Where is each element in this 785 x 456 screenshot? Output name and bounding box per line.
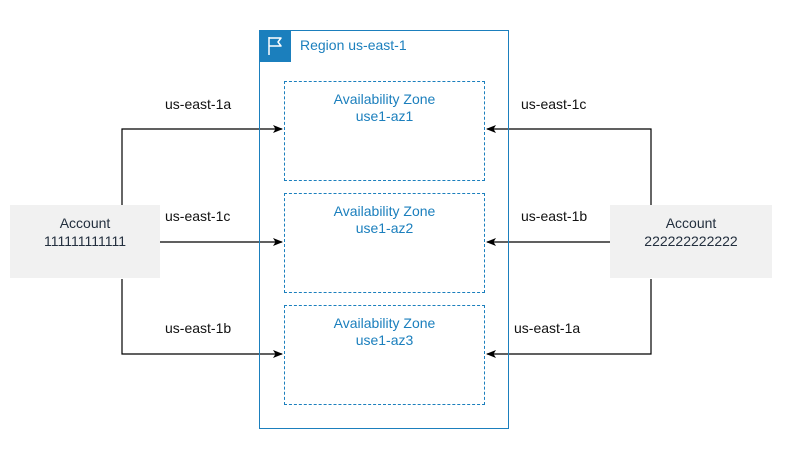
- az-2-id: use1-az2: [355, 220, 414, 236]
- account-2-box: [610, 205, 772, 278]
- availability-zone-1-label: Availability Zone use1-az1: [284, 91, 485, 125]
- region-title: Region us-east-1: [300, 37, 407, 53]
- availability-zone-1: [284, 81, 485, 181]
- right-link-label-1: us-east-1c: [521, 96, 587, 112]
- arrow-account2-to-az3: [486, 279, 652, 358]
- availability-zone-3: [284, 305, 485, 405]
- availability-zone-2: [284, 193, 485, 293]
- az-1-id: use1-az1: [355, 108, 414, 124]
- left-link-label-1: us-east-1a: [165, 96, 232, 112]
- availability-zone-2-label: Availability Zone use1-az2: [284, 203, 485, 237]
- account-1-label: Account 111111111111: [10, 214, 160, 250]
- left-link-label-2: us-east-1c: [165, 208, 231, 224]
- left-link-label-3: us-east-1b: [165, 320, 232, 336]
- flag-icon: [268, 37, 282, 55]
- az-2-title: Availability Zone: [333, 203, 436, 219]
- account-2-label: Account 222222222222: [610, 214, 772, 250]
- account-1-box: [10, 205, 160, 278]
- availability-zone-3-label: Availability Zone use1-az3: [284, 315, 485, 349]
- right-link-label-3: us-east-1a: [514, 320, 581, 336]
- arrow-account2-to-az1: [486, 125, 652, 205]
- arrow-account1-to-az1: [121, 125, 283, 205]
- account-1-id: 111111111111: [43, 233, 126, 249]
- account-2-title: Account: [665, 215, 717, 231]
- account-2-id: 222222222222: [644, 233, 738, 249]
- az-1-title: Availability Zone: [333, 91, 436, 107]
- account-1-title: Account: [59, 215, 111, 231]
- region-badge: [259, 30, 291, 62]
- arrow-account1-to-az3: [121, 279, 283, 358]
- right-link-label-2: us-east-1b: [521, 208, 588, 224]
- region-container: [259, 30, 509, 429]
- az-3-id: use1-az3: [355, 332, 414, 348]
- az-3-title: Availability Zone: [333, 315, 436, 331]
